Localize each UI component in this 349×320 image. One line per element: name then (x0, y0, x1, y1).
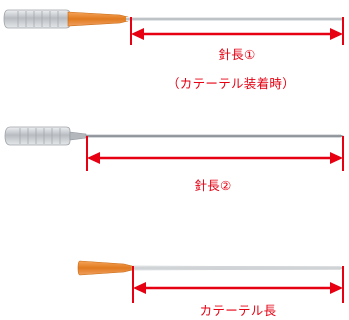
catheter-hub-shape (67, 11, 129, 27)
catheter-length-label: カテーテル長 (199, 303, 277, 318)
needle-base-shape (69, 131, 87, 141)
needle-length-1-label: 針長① (218, 47, 256, 62)
needle-hub-shape (3, 9, 71, 29)
dimension-arrow-3 (132, 266, 344, 303)
with-catheter-note-label: （カテーテル装着時） (166, 76, 296, 91)
needle-only-image (4, 126, 344, 146)
hub-ridges (17, 11, 59, 27)
catheter-tube-shape (131, 265, 344, 271)
dimension-arrow-2 (86, 136, 344, 171)
catheter-only-image (77, 260, 344, 276)
hub-ridges (19, 128, 61, 144)
needle-shaft-shape (86, 134, 340, 138)
catheter-hub-shape (77, 260, 133, 276)
needle-hub-shape (4, 126, 71, 146)
dimension-arrow-1 (130, 17, 344, 45)
needle-with-catheter-image (3, 9, 342, 29)
needle-length-2-label: 針長② (194, 178, 232, 193)
